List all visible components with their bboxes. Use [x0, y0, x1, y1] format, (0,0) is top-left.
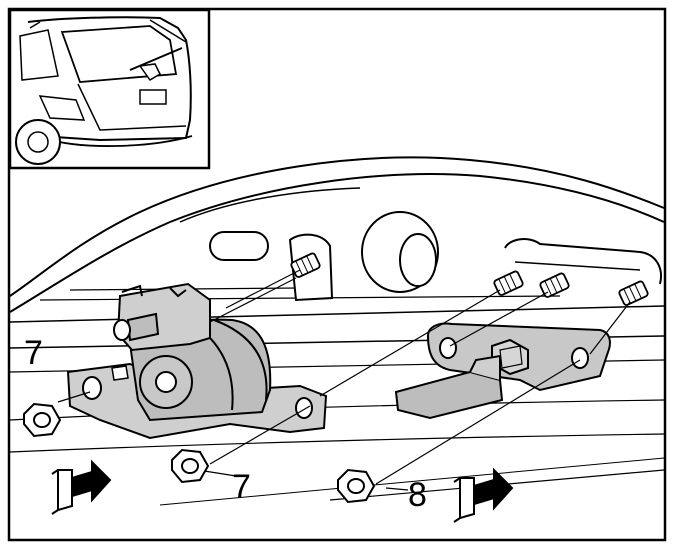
- linkage-bracket-assembly: [394, 322, 611, 420]
- callout-left-nut: 7: [24, 334, 43, 372]
- nut-icon: [23, 402, 376, 504]
- callout-right-nut: 8: [408, 476, 427, 514]
- leader-lines: [57, 269, 631, 491]
- direction-arrow-icon: [51, 459, 514, 523]
- callout-center-nut: 7: [232, 468, 251, 506]
- wiper-motor-assembly: [66, 282, 328, 440]
- inset-vehicle-icon: [8, 8, 211, 170]
